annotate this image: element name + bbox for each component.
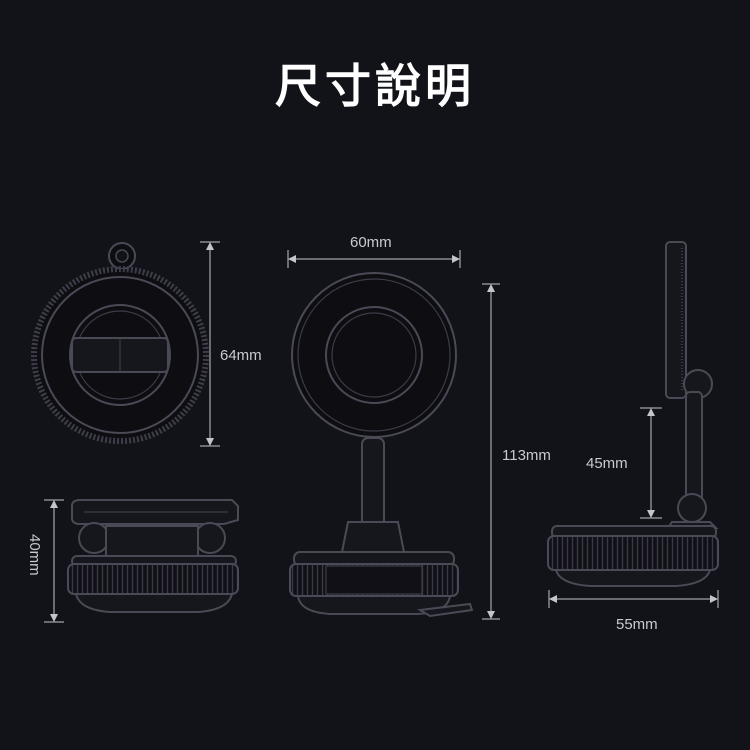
- dim-label-45mm: 45mm: [586, 455, 628, 472]
- page-title: 尺寸說明: [275, 59, 475, 113]
- dim-label-40mm: 40mm: [26, 534, 43, 576]
- dim-55mm: 55mm: [548, 590, 719, 633]
- dim-label-60mm: 60mm: [350, 234, 392, 251]
- back-view: [31, 242, 209, 444]
- magnet-disc: [325, 306, 423, 404]
- hinge-left: [78, 522, 110, 554]
- suction-cup: [296, 595, 452, 615]
- dim-60mm: 60mm: [287, 234, 461, 268]
- dim-40mm: 40mm: [26, 499, 64, 623]
- side-suction-cup: [554, 569, 712, 587]
- side-arm: [685, 391, 703, 503]
- dim-64mm: 64mm: [200, 241, 262, 447]
- dim-label-113mm: 113mm: [502, 447, 551, 464]
- lower-hinge: [677, 493, 707, 523]
- folded-view: [67, 499, 239, 613]
- joint: [340, 521, 406, 553]
- front-view: [289, 272, 474, 618]
- dim-113mm: 113mm: [482, 283, 551, 620]
- dim-label-64mm: 64mm: [220, 347, 262, 364]
- side-base-knurl: [547, 535, 719, 571]
- dim-45mm: 45mm: [586, 407, 662, 519]
- side-view: [547, 241, 719, 587]
- dim-label-55mm: 55mm: [616, 616, 658, 633]
- stem: [361, 437, 385, 529]
- folded-suction-cup: [74, 593, 234, 613]
- hinge-right: [194, 522, 226, 554]
- release-tab: [416, 602, 474, 618]
- folded-base-knurl: [67, 563, 239, 595]
